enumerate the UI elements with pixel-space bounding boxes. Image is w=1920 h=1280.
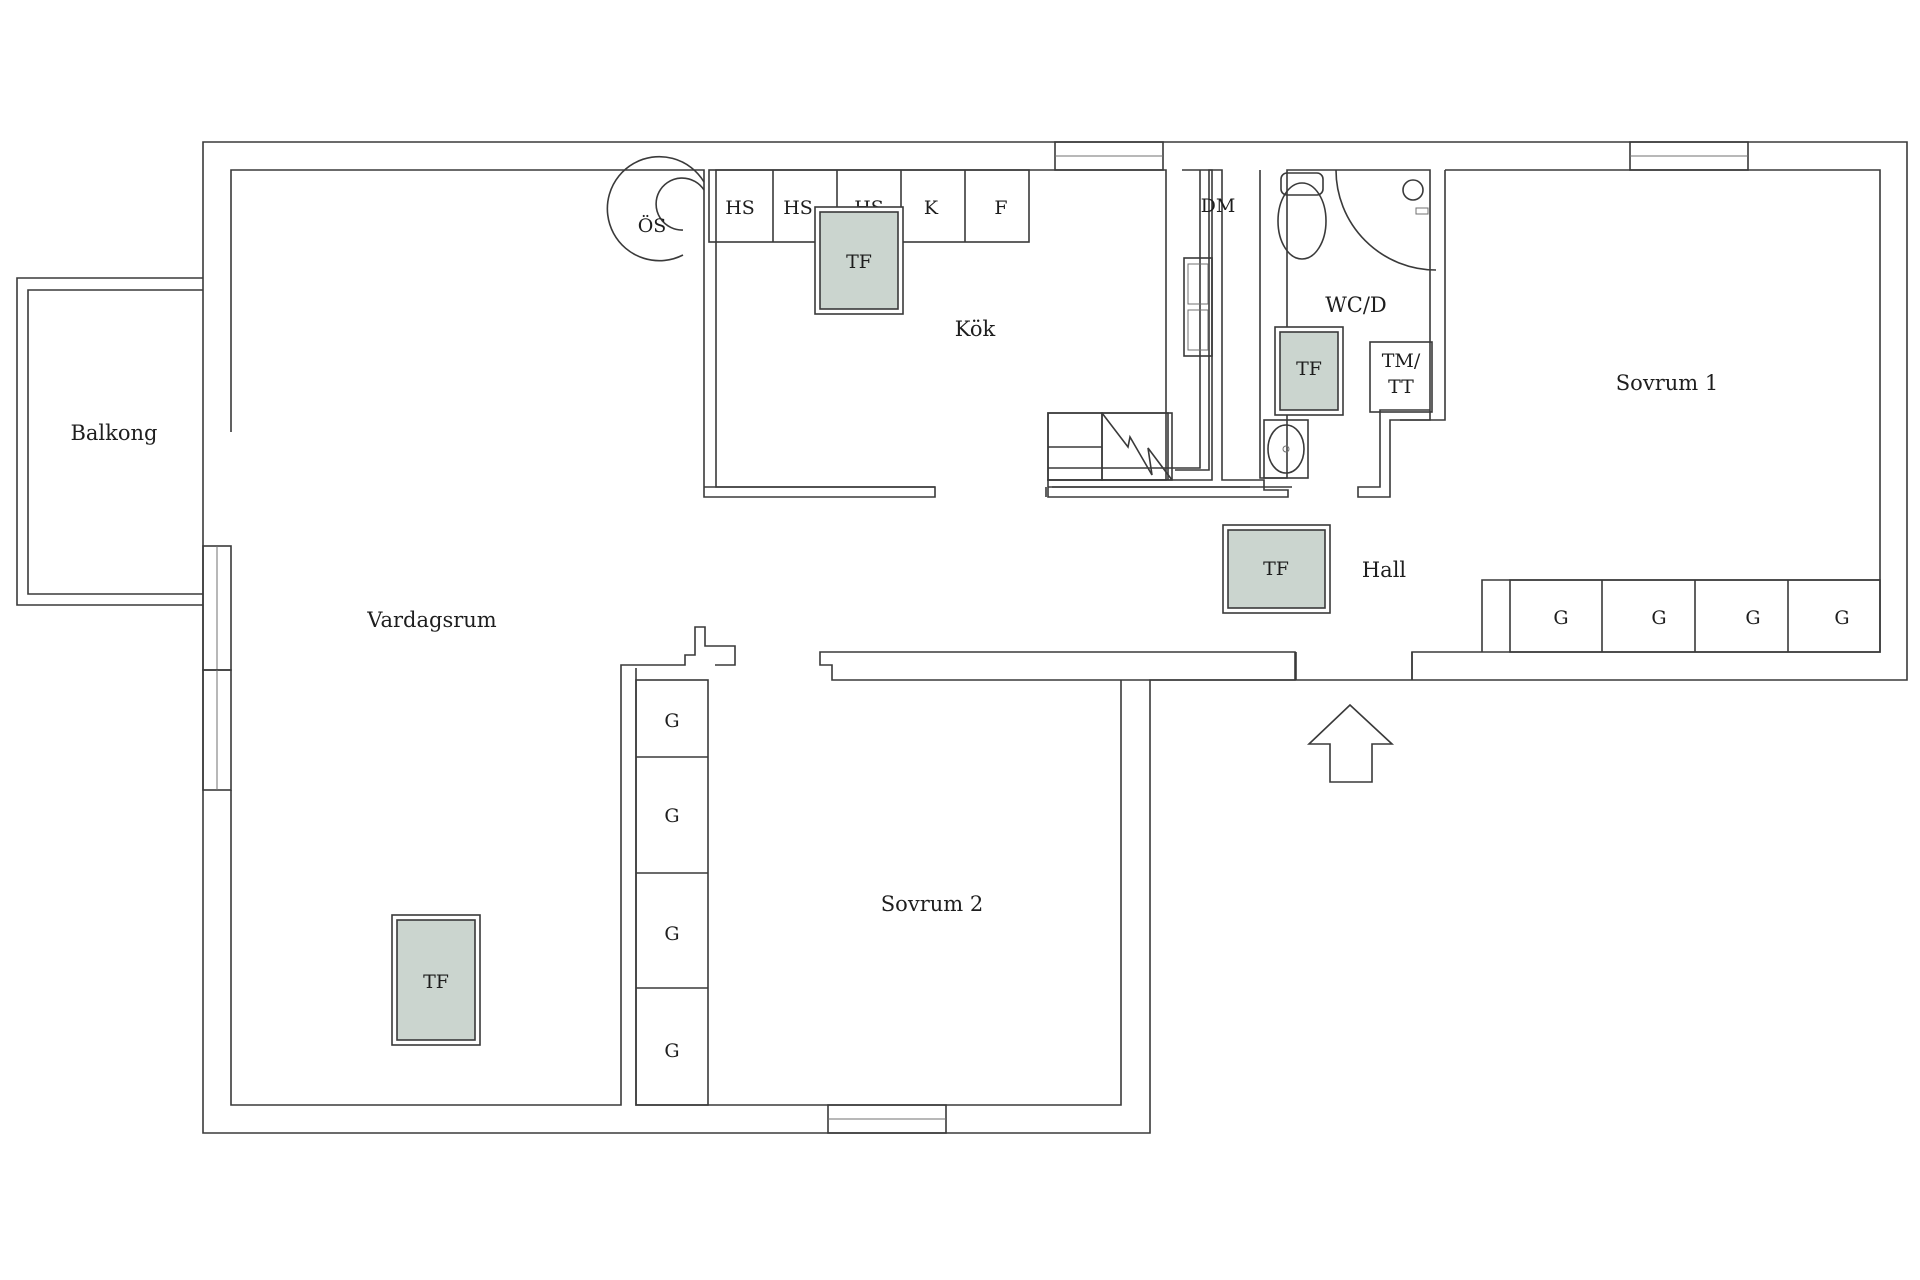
balcony-outer [16, 277, 203, 606]
inner-wall-left-top [230, 169, 1289, 498]
windows [202, 141, 1749, 1134]
wardrobe-g-s1-2: G [1651, 607, 1666, 629]
shower-head-icon [1402, 179, 1424, 201]
tf-marker-vardagsrum: TF [391, 914, 481, 1046]
room-label-vardagsrum: Vardagsrum [366, 608, 497, 632]
svg-text:TF: TF [423, 971, 449, 993]
wardrobe-g-s2-1: G [664, 710, 679, 732]
balcony-inner [27, 289, 203, 595]
fixture-hs-2: HS [783, 197, 813, 219]
wardrobes-sovrum2: G G G G [635, 679, 709, 1106]
sovrum2-walls [635, 651, 1296, 1106]
wc-fixtures: TM/ TT [1263, 169, 1437, 479]
entrance-arrow-icon [1306, 703, 1395, 783]
sovrum1-walls [1400, 169, 1881, 680]
room-label-wc: WC/D [1325, 293, 1387, 317]
kitchen-counter-right: DM [1045, 169, 1292, 497]
washbasin-box [1263, 419, 1309, 479]
entrance-jambs [1295, 652, 1413, 680]
wardrobes-sovrum1: G G G G [1509, 579, 1881, 653]
svg-text:TF: TF [1263, 558, 1289, 580]
toilet-icon [1277, 182, 1327, 260]
wardrobe-g-s1-1: G [1553, 607, 1568, 629]
room-label-kok: Kök [955, 317, 996, 341]
room-label-sovrum2: Sovrum 2 [881, 892, 983, 916]
inner-wall-vardag-bottom [230, 626, 736, 1106]
svg-text:TF: TF [1296, 358, 1322, 380]
balcony: Balkong [16, 277, 203, 606]
fixture-dm: DM [1201, 195, 1236, 217]
fixture-tt: TT [1388, 376, 1414, 398]
fixture-os: ÖS [638, 214, 667, 237]
stove-symbol: ÖS [606, 155, 705, 262]
svg-text:TF: TF [846, 251, 872, 273]
tf-marker-kitchen: TF [814, 206, 904, 315]
fixture-hs-1: HS [725, 197, 755, 219]
walls [202, 141, 1908, 1134]
fixture-tm: TM/ [1382, 350, 1421, 372]
room-label-sovrum1: Sovrum 1 [1616, 371, 1718, 395]
wardrobe-g-s2-4: G [664, 1040, 679, 1062]
washbasin-icon [1267, 424, 1305, 474]
room-label-hall: Hall [1362, 558, 1407, 582]
room-label-balkong: Balkong [70, 421, 157, 445]
fixture-k: K [924, 197, 939, 219]
wardrobe-g-s2-3: G [664, 923, 679, 945]
chimney-box [1101, 412, 1173, 481]
toilet-tank-icon [1280, 172, 1324, 196]
tf-marker-wc: TF [1274, 326, 1344, 416]
fixture-f: F [994, 197, 1007, 219]
sink-icon [1183, 257, 1213, 357]
wardrobe-g-s1-4: G [1834, 607, 1849, 629]
shower-arc-icon [1335, 169, 1437, 271]
washer-box [1369, 341, 1433, 413]
wardrobe-g-s2-2: G [664, 805, 679, 827]
wardrobe-g-s1-3: G [1745, 607, 1760, 629]
tf-marker-hall: TF [1222, 524, 1331, 614]
